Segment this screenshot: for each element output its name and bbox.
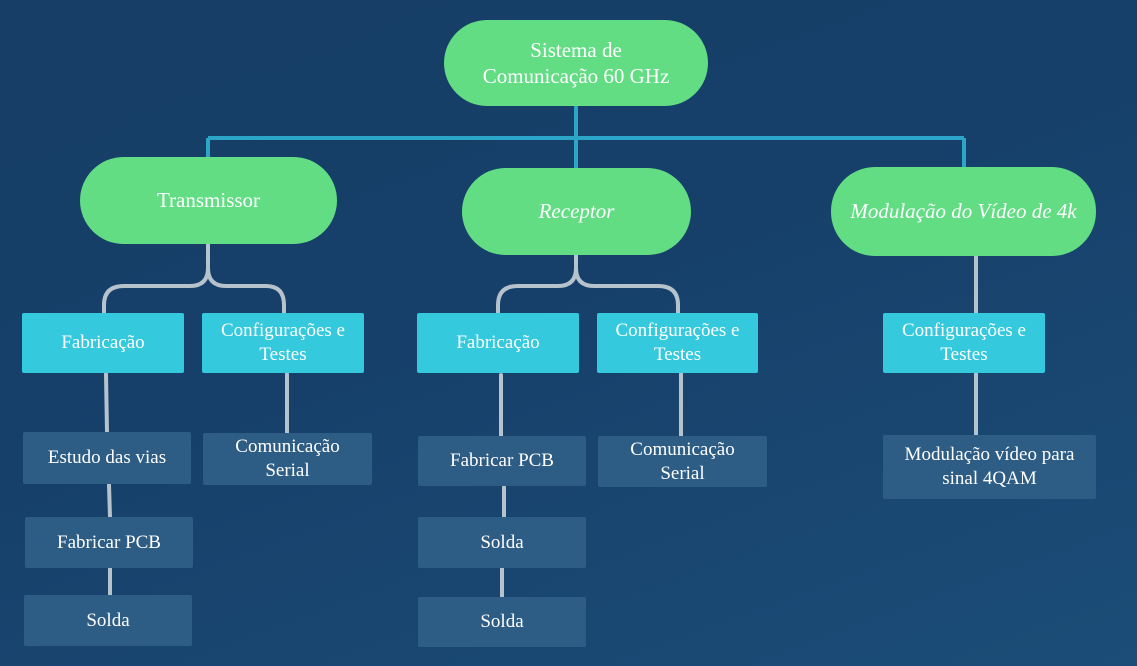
- transmissor-testes-step-1: Comunicação Serial: [203, 433, 372, 485]
- transmissor-bracket: [102, 242, 286, 316]
- t-step1-to-step2: [107, 483, 112, 519]
- receptor-fabricacao-node: Fabricação: [417, 313, 579, 373]
- step-label: Comunicação Serial: [630, 438, 735, 484]
- modulacao-label: Modulação do Vídeo de 4k: [850, 199, 1077, 224]
- root-node: Sistema de Comunicação 60 GHz: [444, 20, 708, 106]
- step-label: Fabricar PCB: [57, 531, 161, 553]
- transmissor-label: Transmissor: [156, 188, 261, 213]
- step-connectors: [104, 372, 978, 600]
- step-label: Modulação vídeo para sinal 4QAM: [904, 444, 1075, 489]
- receptor-fabricacao-label: Fabricação: [456, 332, 540, 354]
- branch-brackets: [102, 242, 978, 316]
- transmissor-fabricacao-label: Fabricação: [61, 332, 145, 354]
- transmissor-node: Transmissor: [80, 157, 337, 244]
- step-label: Comunicação Serial: [235, 436, 340, 481]
- transmissor-fabricacao-step-2: Fabricar PCB: [25, 517, 193, 568]
- modulacao-testes-label: Configurações e Testes: [902, 320, 1026, 365]
- step-label: Fabricar PCB: [450, 450, 554, 472]
- modulacao-testes-node: Configurações e Testes: [883, 313, 1045, 373]
- t-fab-to-step1: [104, 372, 109, 434]
- root-connectors: [206, 105, 966, 169]
- transmissor-fabricacao-step-1: Estudo das vias: [23, 432, 191, 484]
- root-label: Sistema de Comunicação 60 GHz: [482, 37, 670, 88]
- receptor-fabricacao-step-1: Fabricar PCB: [418, 436, 586, 486]
- modulacao-node: Modulação do Vídeo de 4k: [831, 167, 1096, 256]
- transmissor-fabricacao-node: Fabricação: [22, 313, 184, 373]
- transmissor-testes-node: Configurações e Testes: [202, 313, 364, 373]
- transmissor-testes-label: Configurações e Testes: [221, 320, 345, 365]
- receptor-testes-node: Configurações e Testes: [597, 313, 758, 373]
- receptor-testes-step-1: Comunicação Serial: [598, 436, 767, 487]
- step-label: Solda: [480, 611, 524, 633]
- modulacao-testes-step-1: Modulação vídeo para sinal 4QAM: [883, 435, 1096, 499]
- receptor-node: Receptor: [462, 168, 691, 255]
- receptor-fabricacao-step-3: Solda: [418, 597, 586, 647]
- receptor-testes-label: Configurações e Testes: [615, 320, 740, 365]
- step-label: Solda: [86, 609, 130, 631]
- step-label: Estudo das vias: [47, 447, 167, 469]
- receptor-fabricacao-step-2: Solda: [418, 517, 586, 568]
- transmissor-fabricacao-step-3: Solda: [24, 595, 192, 646]
- step-label: Solda: [480, 531, 524, 553]
- receptor-label: Receptor: [538, 199, 615, 224]
- receptor-bracket: [496, 253, 680, 316]
